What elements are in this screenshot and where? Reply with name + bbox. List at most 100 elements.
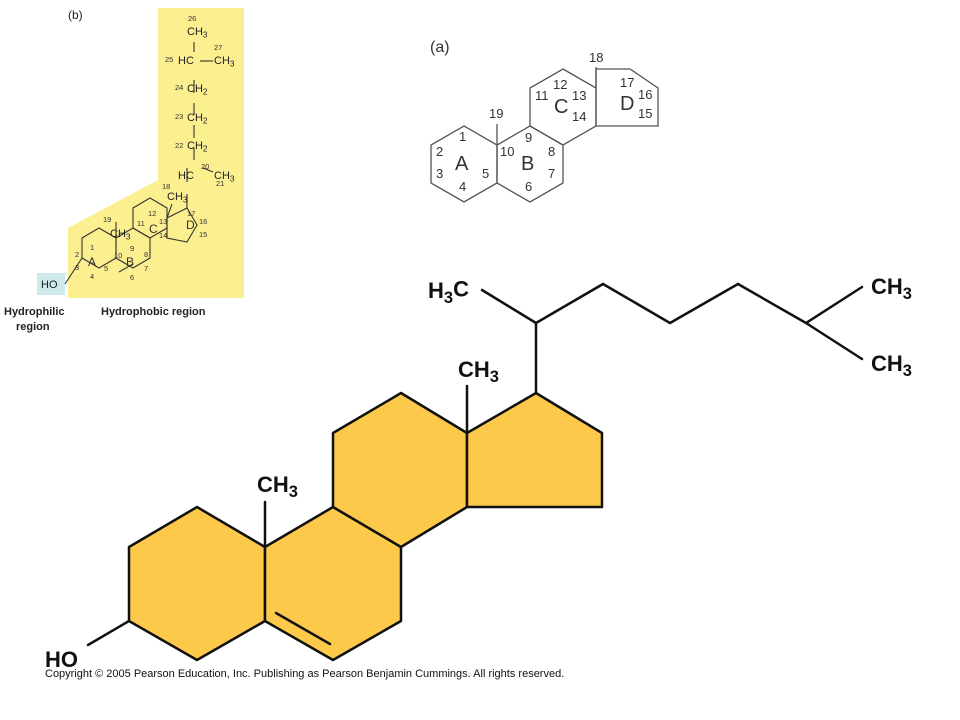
panel-a-ring-letter-b: B [521,153,534,175]
panel-a-num-6: 6 [525,179,532,194]
main-ring-a [127,505,267,662]
panel-a-num-13: 13 [572,88,586,103]
panel-b-ring-letter-c: C [149,222,158,236]
panel-b-num-27: 27 [214,43,222,52]
panel-b-ch3-19: CH3 [110,228,131,241]
panel-b-ring-letter-d: D [186,218,195,232]
panel-b-num-20: 20 [201,162,209,171]
main-bond-ho [86,619,131,647]
panel-b-hc-25: HC [178,55,194,67]
panel-a-ring-d [595,68,659,127]
panel-b-num-8: 8 [144,250,148,259]
panel-b-num-13: 13 [159,217,167,226]
panel-b-num-24: 24 [175,83,183,92]
panel-a-num-18: 18 [589,50,603,65]
panel-a-num-14: 14 [572,109,586,124]
panel-b-num-10: 10 [114,251,122,260]
main-side-chain [534,282,864,395]
panel-b-groups: HO CH3 CH3 HC CH3 CH2 CH2 CH2 HC CH3 CH3 [41,26,235,291]
main-ch3-26: CH3 [871,274,912,303]
panel-b-ring-d [166,207,198,243]
panel-a-num-4: 4 [459,179,466,194]
panel-b-num-6: 6 [130,273,134,282]
main-h3c-21: H3C [428,276,469,307]
panel-b-num-1: 1 [90,243,94,252]
panel-b-ch3-21: CH3 [214,170,235,183]
panel-b-num-11: 11 [137,219,145,228]
panel-b-num-2: 2 [75,250,79,259]
hydrophobic-region-highlight [68,8,244,298]
panel-b-num-18: 18 [162,182,170,191]
panel-b-tag: (b) [68,8,83,22]
panel-b-ch3-26: CH3 [187,26,208,39]
panel-b-num-7: 7 [144,264,148,273]
main-ring-b-double-bond [274,611,332,646]
panel-b-ring-letter-b: B [126,255,134,269]
panel-b-num-21: 21 [216,179,224,188]
panel-a-num-16: 16 [638,87,652,102]
panel-b-ch3-27: CH3 [214,55,235,68]
panel-b-num-14: 14 [159,231,167,240]
panel-a-num-17: 17 [620,75,634,90]
panel-b-ring-c [132,197,168,239]
panel-a-skeleton [430,67,659,203]
panel-a-ring-letter-c: C [554,96,568,118]
main-bonds [86,282,864,647]
main-ch3-18: CH3 [458,357,499,386]
panel-b-num-5: 5 [104,264,108,273]
panel-a-num-11: 11 [535,88,549,103]
panel-a-atom-numbers: 1 2 3 4 5 6 7 8 9 10 11 12 13 14 15 16 1… [436,50,652,194]
main-bond-c25-methyl [804,321,864,361]
panel-b-num-15: 15 [199,230,207,239]
panel-a-ring-letter-a: A [455,153,469,175]
main-ch3-19: CH3 [257,472,298,501]
panel-a-ring-letters: A B C D [455,93,634,175]
panel-a-num-7: 7 [548,166,555,181]
panel-a-tag: (a) [430,39,450,56]
panel-b-ring-letters: A B C D [88,218,195,269]
panel-a-num-19: 19 [489,106,503,121]
panel-a-num-1: 1 [459,129,466,144]
main-ho: HO [45,647,78,672]
panel-b-hc-20: HC [178,170,194,182]
panel-b-ch2-24: CH2 [187,83,208,96]
main-structure: HO CH3 CH3 H3C CH3 CH3 [45,274,912,672]
panel-b-num-17: 17 [187,209,195,218]
panel-b-num-3: 3 [75,263,79,272]
panel-b-num-19: 19 [103,215,111,224]
panel-b-num-26: 26 [188,14,196,23]
panel-a-num-15: 15 [638,106,652,121]
hydrophilic-label-line2: region [16,321,50,333]
panel-b-ch2-22: CH2 [187,140,208,153]
panel-b-ch2-23: CH2 [187,112,208,125]
panel-a-num-8: 8 [548,144,555,159]
panel-b-num-12: 12 [148,209,156,218]
hydrophilic-label-line1: Hydrophilic [4,306,65,318]
panel-b-num-4: 4 [90,272,94,281]
main-bond-c20-methyl [480,288,538,325]
panel-a-num-10: 10 [500,144,514,159]
panel-a: (a) A B C D 1 2 3 4 5 6 7 8 9 10 11 1 [430,39,659,203]
panel-b-num-23: 23 [175,112,183,121]
panel-b-num-16: 16 [199,217,207,226]
panel-b-skeleton [64,42,214,285]
panel-a-num-3: 3 [436,166,443,181]
panel-b: (b) A B C D [4,8,244,333]
panel-a-ring-letter-d: D [620,93,634,115]
panel-a-num-12: 12 [553,77,567,92]
hydrophilic-region-highlight [37,273,65,295]
panel-b-num-9: 9 [130,244,134,253]
main-groups: HO CH3 CH3 H3C CH3 CH3 [45,274,912,672]
main-rings [127,391,604,662]
panel-b-ho: HO [41,279,58,291]
panel-a-num-2: 2 [436,144,443,159]
panel-a-num-9: 9 [525,130,532,145]
panel-b-num-25: 25 [165,55,173,64]
panel-b-ch3-18: CH3 [167,191,188,204]
panel-b-num-22: 22 [175,141,183,150]
panel-b-atom-numbers: 1 2 3 4 5 6 7 8 9 10 11 12 13 14 15 16 1… [75,14,224,282]
main-ring-d [465,391,604,509]
panel-a-num-5: 5 [482,166,489,181]
hydrophobic-label: Hydrophobic region [101,306,206,318]
